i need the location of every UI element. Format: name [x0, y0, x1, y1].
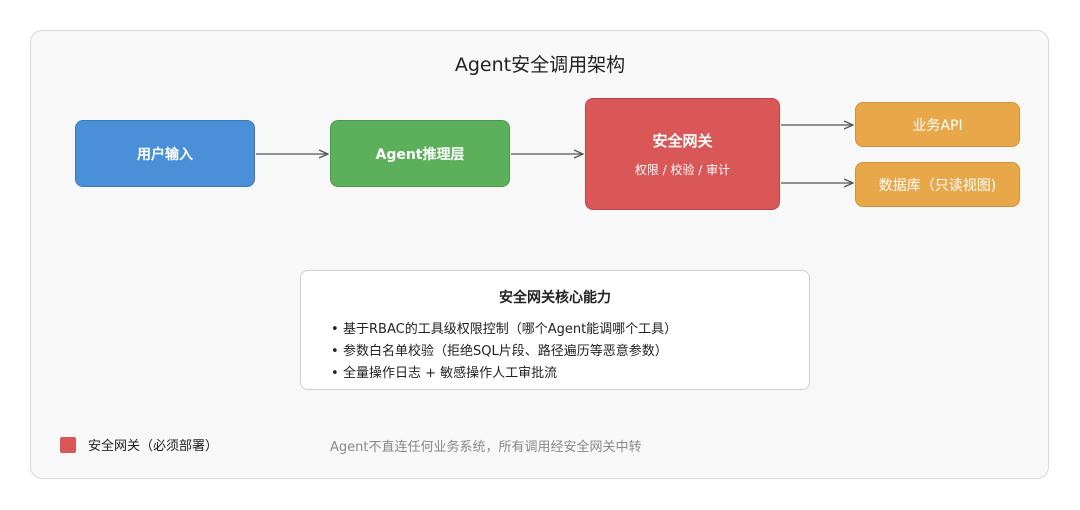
- node-user-input: 用户输入: [75, 120, 255, 187]
- bullet-icon: •: [331, 344, 339, 359]
- node-user-input-label: 用户输入: [137, 146, 193, 163]
- capability-item: •基于RBAC的工具级权限控制（哪个Agent能调哪个工具）: [331, 319, 677, 341]
- diagram-title: Agent安全调用架构: [454, 54, 626, 76]
- capabilities-list: •基于RBAC的工具级权限控制（哪个Agent能调哪个工具） •参数白名单校验（…: [331, 319, 677, 385]
- node-security-gateway: 安全网关 权限 / 校验 / 审计: [585, 98, 780, 210]
- legend: 安全网关（必须部署）: [60, 435, 218, 454]
- capabilities-title: 安全网关核心能力: [499, 290, 611, 306]
- node-agent-reasoning: Agent推理层: [330, 120, 510, 187]
- footnote: Agent不直连任何业务系统，所有调用经安全网关中转: [330, 440, 642, 455]
- bullet-icon: •: [331, 322, 339, 337]
- diagram-canvas: [30, 30, 1049, 479]
- legend-label: 安全网关（必须部署）: [88, 439, 219, 454]
- node-business-api: 业务API: [855, 102, 1020, 147]
- node-security-gateway-label: 安全网关: [652, 132, 713, 150]
- bullet-icon: •: [331, 366, 339, 381]
- node-security-gateway-sublabel: 权限 / 校验 / 审计: [634, 163, 731, 177]
- capabilities-box: 安全网关核心能力 •基于RBAC的工具级权限控制（哪个Agent能调哪个工具） …: [300, 270, 810, 390]
- node-database-label: 数据库（只读视图): [878, 177, 997, 194]
- node-agent-reasoning-label: Agent推理层: [375, 146, 465, 163]
- node-business-api-label: 业务API: [912, 117, 963, 134]
- legend-swatch-gateway: [60, 436, 76, 453]
- capability-item: •全量操作日志 + 敏感操作人工审批流: [331, 363, 677, 385]
- capability-item: •参数白名单校验（拒绝SQL片段、路径遍历等恶意参数）: [331, 341, 677, 363]
- node-database: 数据库（只读视图): [855, 162, 1020, 207]
